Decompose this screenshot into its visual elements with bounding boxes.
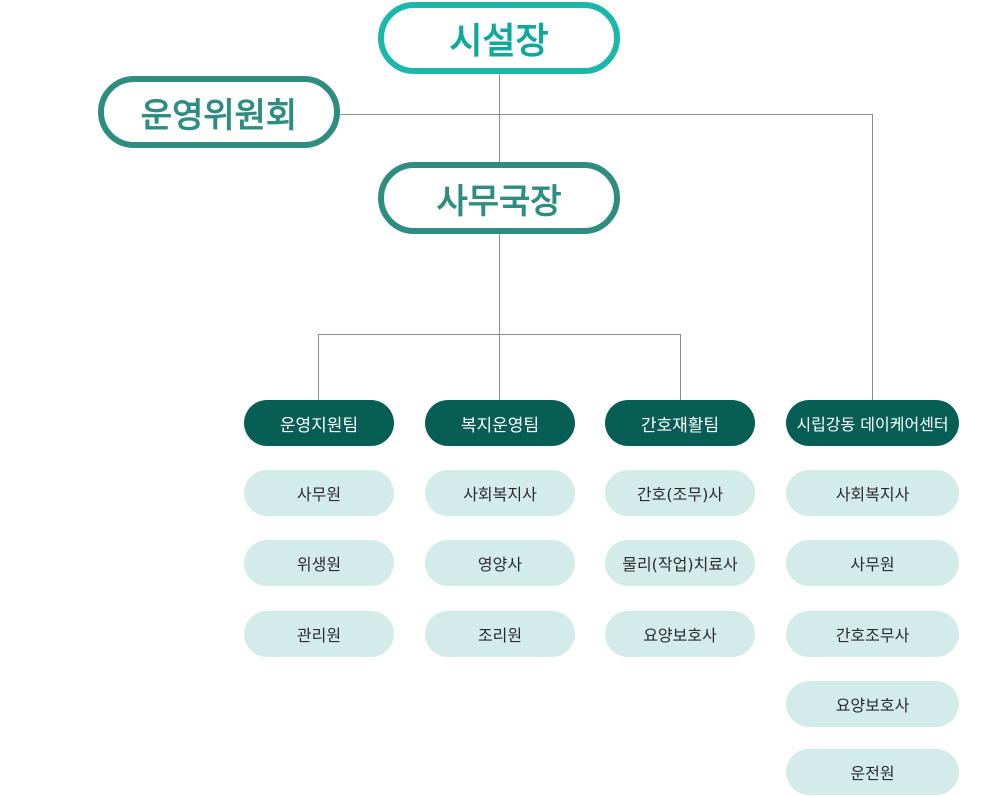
staff-label: 사회복지사 [835,485,910,504]
staff-label: 요양보호사 [643,626,717,645]
facility-head-box: 시설장 [378,2,620,74]
staff-label: 사회복지사 [463,485,537,504]
secretary-general-label: 사무국장 [436,181,562,222]
staff-label: 영양사 [477,555,523,574]
staff-box: 요양보호사 [786,681,959,727]
staff-box: 조리원 [425,611,575,657]
facility-head-label: 시설장 [449,21,549,62]
operating-committee-label: 운영위원회 [140,95,298,136]
staff-box: 간호(조무)사 [605,470,755,516]
staff-label: 간호(조무)사 [636,485,724,504]
staff-label: 간호조무사 [835,626,910,645]
staff-box: 관리원 [244,611,394,657]
staff-label: 사무원 [850,555,895,574]
team-operations-support: 운영지원팀 [244,400,394,446]
staff-label: 운전원 [850,764,895,783]
staff-label: 조리원 [477,626,523,645]
team-label: 운영지원팀 [279,415,359,436]
staff-box: 사무원 [786,540,959,586]
team-label: 간호재활팀 [640,415,720,436]
team-label: 시립강동 데이케어센터 [796,415,949,434]
staff-box: 사회복지사 [786,470,959,516]
staff-label: 요양보호사 [835,696,910,715]
staff-label: 물리(작업)치료사 [622,555,738,574]
staff-label: 관리원 [296,626,342,645]
team-nursing-rehabilitation: 간호재활팀 [605,400,755,446]
staff-box: 사무원 [244,470,394,516]
staff-box: 영양사 [425,540,575,586]
staff-label: 사무원 [296,485,342,504]
staff-box: 사회복지사 [425,470,575,516]
staff-label: 위생원 [296,555,342,574]
team-welfare-operations: 복지운영팀 [425,400,575,446]
staff-box: 물리(작업)치료사 [605,540,755,586]
operating-committee-box: 운영위원회 [98,76,340,148]
staff-box: 간호조무사 [786,611,959,657]
team-label: 복지운영팀 [460,415,540,436]
staff-box: 위생원 [244,540,394,586]
staff-box: 요양보호사 [605,611,755,657]
team-daycare-center: 시립강동 데이케어센터 [786,400,959,446]
staff-box: 운전원 [786,749,959,795]
secretary-general-box: 사무국장 [378,162,620,234]
